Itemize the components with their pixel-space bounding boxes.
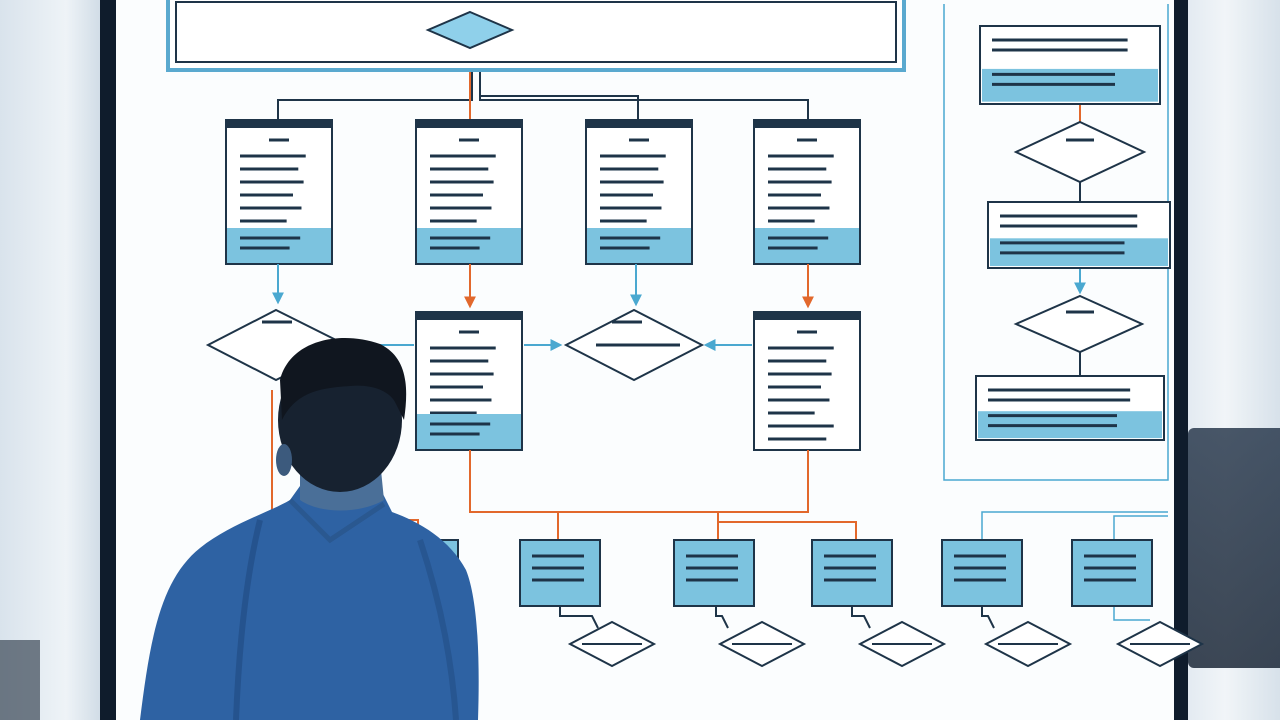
bottom-decision-diamond	[567, 620, 657, 668]
top-decision-diamond	[425, 10, 515, 50]
bottom-process-card	[941, 539, 1023, 607]
process-card	[987, 201, 1171, 269]
bottom-process-card	[1071, 539, 1153, 607]
process-card	[975, 375, 1165, 441]
background-left-blur	[0, 0, 110, 720]
document-card	[753, 311, 861, 451]
connector	[559, 606, 599, 629]
document-card	[415, 311, 523, 451]
middle-row	[205, 308, 752, 382]
connector	[715, 606, 729, 629]
right-flow-column	[975, 25, 1171, 441]
bottom-process-card	[519, 539, 601, 607]
background-monitor	[1188, 428, 1280, 668]
background-object	[0, 640, 40, 720]
person-torso	[140, 486, 479, 720]
top-header-box	[166, 0, 906, 72]
document-card	[585, 119, 693, 265]
connector	[981, 606, 995, 629]
bottom-decision-diamond	[717, 620, 807, 668]
document-card	[225, 119, 333, 265]
process-card	[979, 25, 1161, 105]
bottom-decision-diamond	[1115, 620, 1205, 668]
connector	[851, 606, 871, 629]
document-card	[753, 119, 861, 265]
bottom-decision-diamond	[983, 620, 1073, 668]
document-card-row	[415, 311, 861, 451]
bottom-process-card	[811, 539, 893, 607]
person-head	[276, 338, 407, 492]
bottom-process-card	[673, 539, 755, 607]
decision-diamond	[205, 308, 349, 382]
document-card	[415, 119, 523, 265]
header-connectors	[277, 72, 809, 120]
down-arrows	[272, 264, 814, 309]
bottom-decision-diamond	[857, 620, 947, 668]
document-card-row	[225, 119, 861, 265]
